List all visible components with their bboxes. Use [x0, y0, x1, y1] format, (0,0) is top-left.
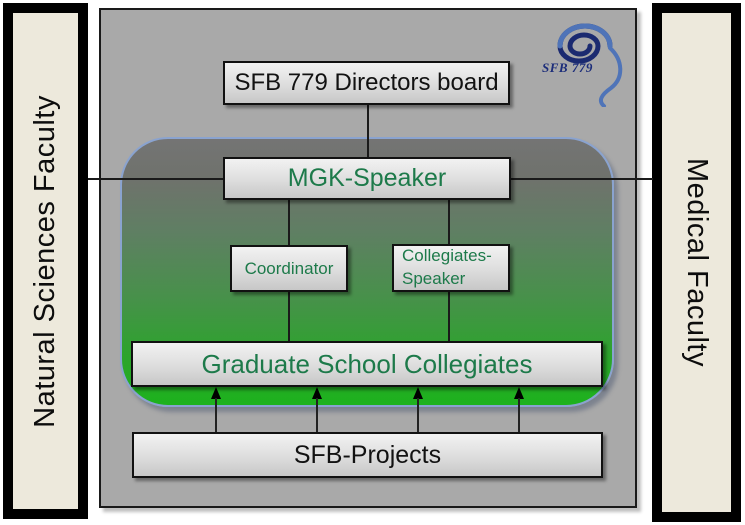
- sfb779-logo-text: SFB 779: [542, 60, 593, 75]
- sfb-projects-box: SFB-Projects: [132, 432, 603, 478]
- medical-faculty-bar: Medical Faculty: [652, 3, 741, 522]
- arrow-tail: [518, 398, 520, 432]
- sfb-projects-label: SFB-Projects: [293, 440, 442, 469]
- arrow-head-icon: [211, 387, 221, 399]
- arrow-tail: [316, 398, 318, 432]
- arrow-head-icon: [312, 387, 322, 399]
- directors-board-label: SFB 779 Directors board: [234, 69, 499, 96]
- connector-mgk-coordinator: [288, 199, 290, 246]
- coordinator-label: Coordinator: [244, 258, 334, 278]
- arrow-tail: [417, 398, 419, 432]
- connector-mgk-rightbar: [510, 178, 653, 180]
- connector-collegiates-graduate: [448, 291, 450, 342]
- sfb779-logo: SFB 779: [535, 12, 635, 108]
- arrow-head-icon: [514, 387, 524, 399]
- graduate-school-collegiates-label: Graduate School Collegiates: [201, 348, 533, 379]
- connector-directors-mgk: [367, 105, 369, 158]
- spiral-galaxy-icon: [557, 23, 623, 108]
- natural-sciences-faculty-label: Natural Sciences Faculty: [29, 94, 61, 428]
- medical-faculty-label: Medical Faculty: [681, 158, 713, 367]
- mgk-speaker-label: MGK-Speaker: [287, 164, 447, 192]
- arrow-head-icon: [413, 387, 423, 399]
- connector-mgk-collegiates: [448, 199, 450, 245]
- graduate-school-collegiates-box: Graduate School Collegiates: [131, 341, 603, 387]
- directors-board-box: SFB 779 Directors board: [223, 61, 510, 105]
- arrow-tail: [215, 398, 217, 432]
- connector-leftbar-mgk: [88, 178, 223, 180]
- collegiates-speaker-box: Collegiates- Speaker: [392, 244, 510, 292]
- collegiates-speaker-label-line1: Collegiates-: [402, 246, 492, 266]
- natural-sciences-faculty-bar: Natural Sciences Faculty: [3, 3, 88, 519]
- mgk-speaker-box: MGK-Speaker: [223, 157, 511, 200]
- collegiates-speaker-label-line2: Speaker: [402, 269, 466, 288]
- coordinator-box: Coordinator: [230, 245, 348, 292]
- connector-coordinator-graduate: [288, 291, 290, 342]
